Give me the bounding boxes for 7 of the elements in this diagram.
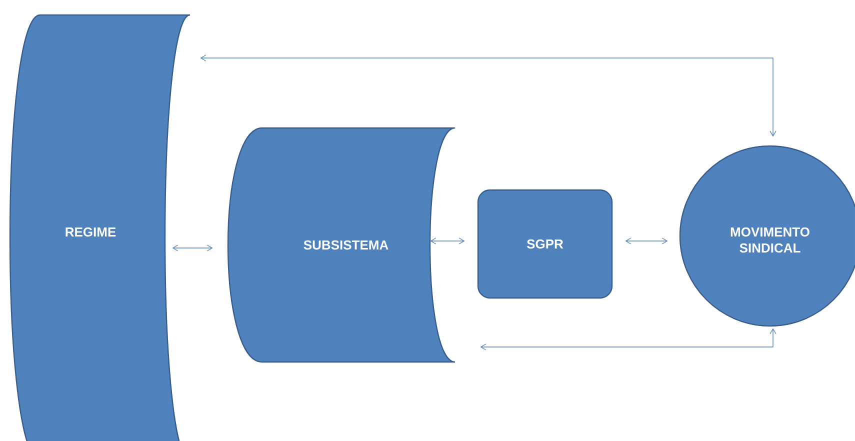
arrow [200,54,776,137]
circle-node: MOVIMENTO SINDICAL [679,145,855,327]
arrow [172,244,213,252]
arrow [625,238,668,244]
arrow [480,328,776,350]
rounded-box: SGPR [477,189,613,299]
arrow [430,238,465,244]
